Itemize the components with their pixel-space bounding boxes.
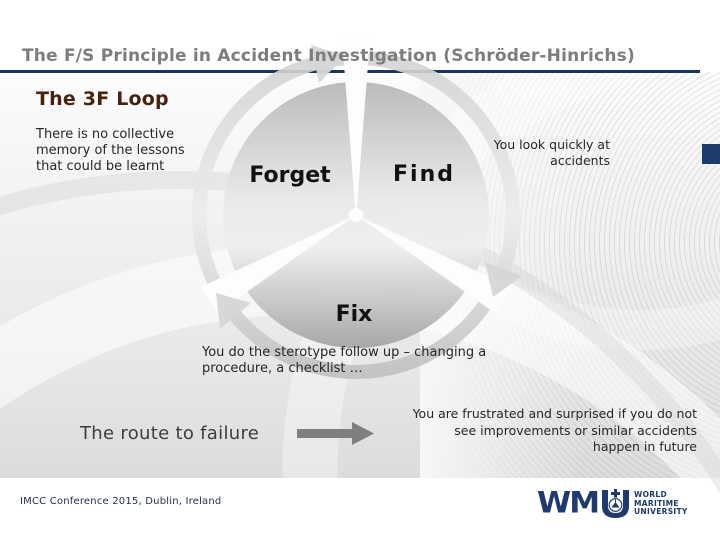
logo-word-university: UNIVERSITY [634, 507, 688, 516]
footer-conference-text: IMCC Conference 2015, Dublin, Ireland [20, 496, 222, 507]
cycle-arrowhead-top [311, 45, 345, 83]
cycle-label-find: Find [393, 162, 455, 187]
accent-square [702, 144, 720, 164]
cycle-label-forget: Forget [249, 163, 331, 188]
note-forget: There is no collective memory of the les… [36, 127, 185, 174]
logo-u-emblem-icon [602, 489, 630, 518]
cycle-label-fix: Fix [336, 302, 373, 327]
route-to-failure-label: The route to failure [80, 423, 260, 444]
logo-word-world: WORLD [634, 490, 667, 499]
right-arrow-icon [297, 422, 374, 445]
cycle-arrowhead-right [485, 262, 522, 297]
cycle-arrowhead-left [216, 293, 251, 329]
logo-word-maritime: MARITIME [634, 498, 679, 508]
note-find: You look quickly at accidents [493, 137, 610, 168]
logo-wordmark: WORLD MARITIME UNIVERSITY [634, 490, 688, 517]
logo-wm-text: WM [537, 485, 600, 521]
wmu-logo: WM WORLD MARITIME UNIVERSITY [537, 488, 688, 521]
cycle-graphic [192, 38, 522, 379]
section-heading: The 3F Loop [36, 88, 169, 110]
note-fix: You do the sterotype follow up – changin… [202, 345, 487, 376]
slide-title: The F/S Principle in Accident Investigat… [22, 46, 635, 66]
note-outcome: You are frustrated and surprised if you … [412, 406, 697, 454]
